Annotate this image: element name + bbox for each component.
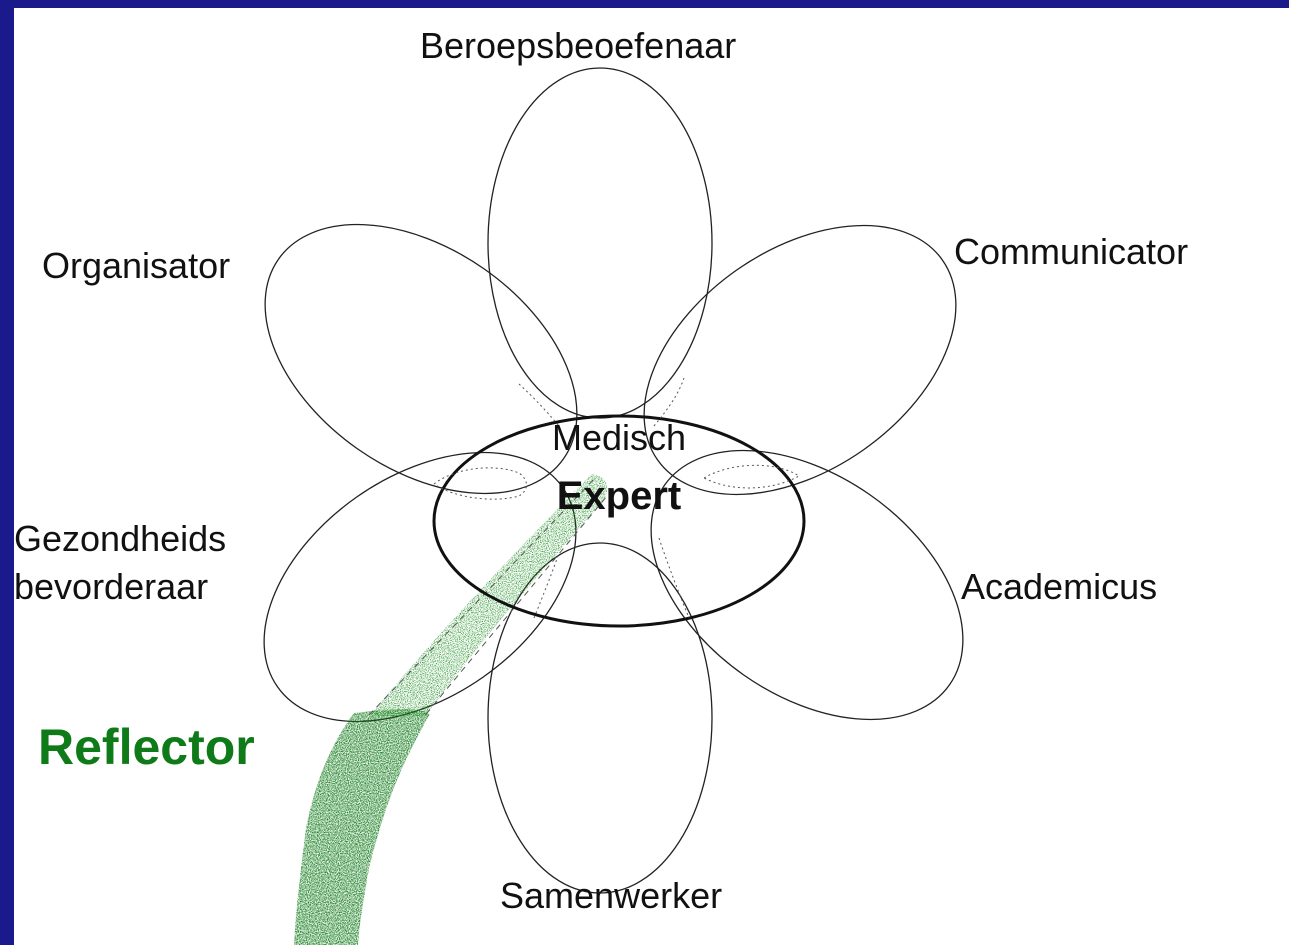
stem-dashed-edge: [368, 475, 613, 716]
flower-diagram: Beroepsbeoefenaar Communicator Organisat…: [14, 8, 1289, 945]
petal-lower-right-outline: [650, 449, 964, 721]
petal-label-upper-right: Communicator: [954, 231, 1189, 272]
petal-upper-right-outline: [643, 224, 957, 496]
petal-label-lower-left-line1: Gezondheids: [14, 518, 227, 559]
stem: [294, 709, 430, 945]
center-label-line2: Expert: [556, 474, 682, 518]
center-circle: [432, 414, 806, 628]
petal-top-outline: [487, 67, 713, 419]
petal-label-lower-right: Academicus: [961, 566, 1158, 607]
stem-lower: [294, 709, 430, 945]
flower-drawing: [263, 67, 964, 945]
petal-bottom-outline: [487, 542, 713, 894]
petal-lower-left-outline: [263, 451, 577, 723]
center-label-line1: Medisch: [551, 417, 687, 458]
petal-label-bottom: Samenwerker: [500, 875, 723, 916]
stem-label: Reflector: [38, 719, 255, 775]
petal-upper-left-outline: [264, 223, 578, 495]
petal-label-top: Beroepsbeoefenaar: [420, 25, 737, 66]
petal-label-upper-left: Organisator: [42, 245, 231, 286]
petal-label-lower-left-line2: bevorderaar: [14, 566, 209, 607]
